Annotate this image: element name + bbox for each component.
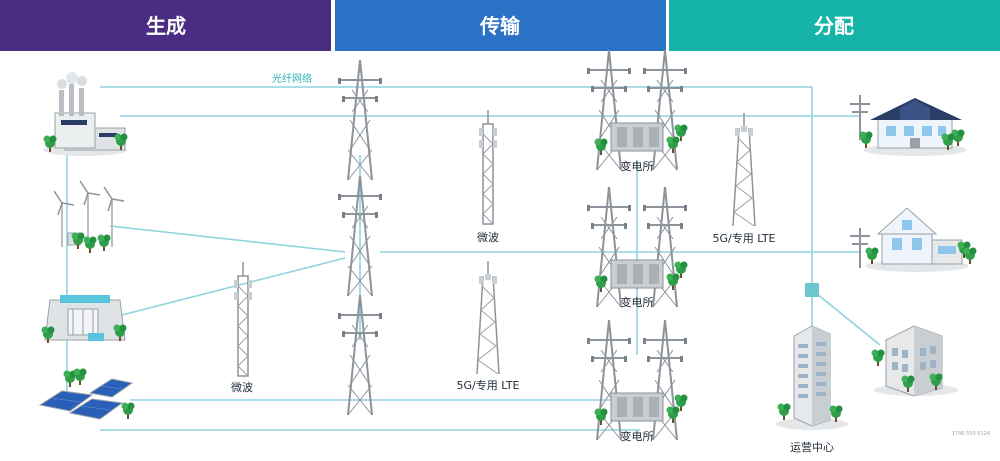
house-icon-top	[859, 98, 967, 156]
microwave-label-center: 微波	[477, 230, 499, 244]
substation-bottom	[586, 319, 688, 441]
substation-label-bottom: 变电所	[621, 429, 654, 443]
header-transmission-bar	[335, 0, 666, 51]
microwave-label-left: 微波	[231, 380, 253, 394]
power-plant-icon	[43, 72, 128, 156]
grid-connections	[66, 86, 881, 431]
substation-label-top: 变电所	[621, 159, 654, 173]
header-distribution: 分配	[814, 14, 854, 38]
lte-label-center: 5G/专用 LTE	[456, 378, 519, 392]
house-icon-middle	[865, 207, 977, 272]
office-building-icon	[871, 325, 958, 397]
solar-farm-icon	[38, 368, 135, 420]
junction-node	[805, 283, 819, 297]
lte-tower-center	[476, 260, 500, 375]
operations-center-icon	[776, 325, 848, 430]
substation-middle	[586, 186, 688, 308]
wind-farm-icon	[53, 180, 125, 253]
operations-center-label: 运营中心	[790, 440, 834, 454]
lte-label-right: 5G/专用 LTE	[712, 231, 775, 245]
fiber-network-label: 光纤网络	[272, 72, 312, 85]
reference-code: 1706 550 0124	[952, 431, 990, 437]
utility-pole-middle	[850, 228, 870, 268]
utility-pole-top	[850, 95, 870, 140]
hydro-dam-icon	[41, 295, 127, 343]
microwave-mast-center	[478, 109, 498, 225]
header-distribution-bar	[669, 0, 1000, 51]
header-generation: 生成	[146, 14, 186, 38]
header-transmission: 传输	[479, 14, 521, 38]
lte-tower-right	[732, 112, 756, 227]
substation-label-middle: 变电所	[621, 295, 654, 309]
header-generation-bar	[0, 0, 331, 51]
microwave-mast-left	[233, 261, 253, 377]
substation-top	[586, 49, 688, 171]
